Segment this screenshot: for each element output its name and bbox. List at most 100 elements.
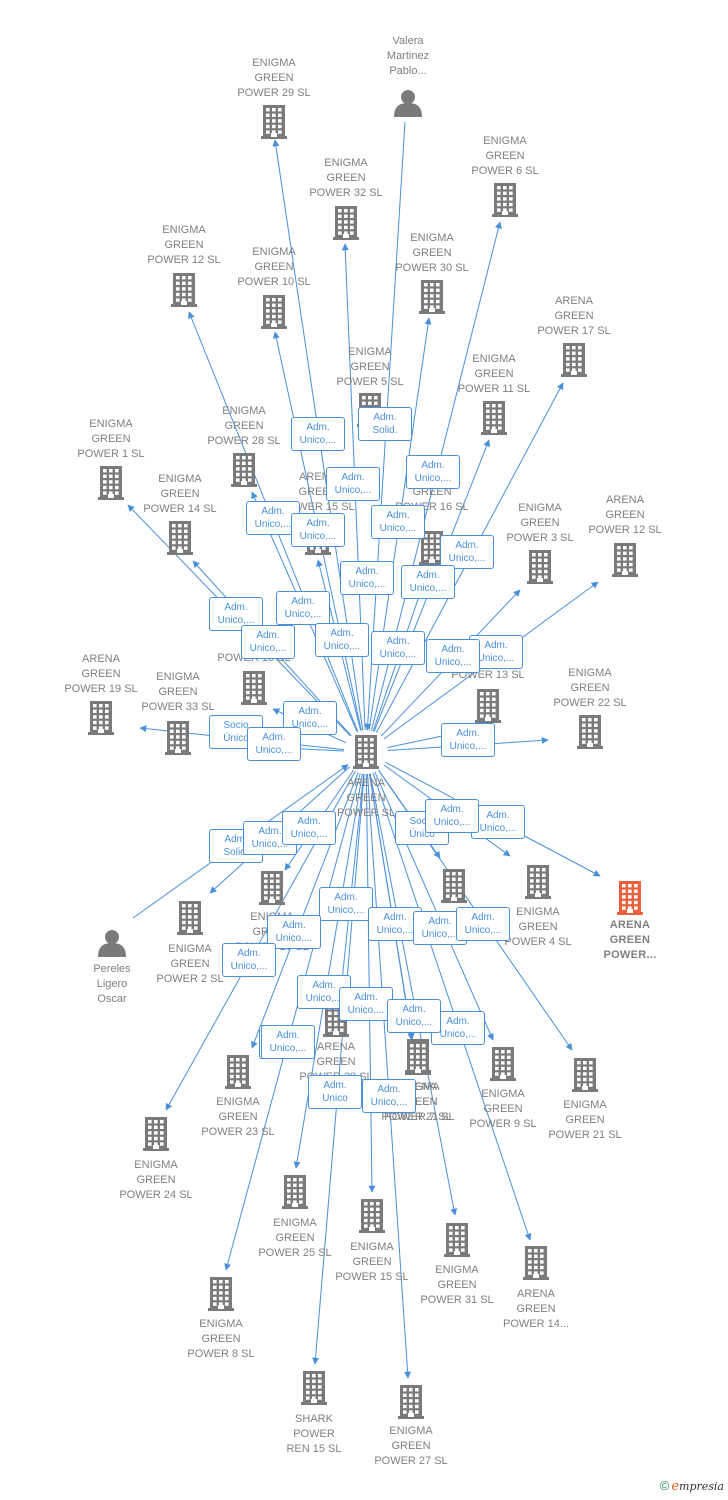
building-icon-eg27[interactable]	[398, 1385, 424, 1419]
node-label-eg9[interactable]: ENIGMA GREEN POWER 9 SL	[469, 1088, 537, 1130]
person-icon-valera[interactable]	[394, 90, 422, 117]
building-icon-ag14[interactable]	[523, 1246, 549, 1280]
building-icon-eg31[interactable]	[444, 1223, 470, 1257]
building-icon-eg22[interactable]	[577, 715, 603, 749]
node-label-eg11[interactable]: ENIGMA GREEN POWER 11 SL	[457, 353, 531, 395]
building-icon-eg33[interactable]	[165, 721, 191, 755]
edge-label-shark15[interactable]: Adm. Unico,...	[261, 1025, 315, 1059]
edge-label-eg27[interactable]: Adm. Unico,...	[362, 1079, 416, 1113]
building-icon-eg25[interactable]	[282, 1175, 308, 1209]
node-label-eg15[interactable]: ENIGMA GREEN POWER 15 SL	[335, 1241, 409, 1283]
person-icon-pereles[interactable]	[98, 930, 126, 957]
edge-label-ag14[interactable]: Adm. Unico,...	[387, 999, 441, 1033]
node-label-eg5[interactable]: ENIGMA GREEN POWER 5 SL	[336, 346, 404, 388]
edge-label-ag_target[interactable]: Adm. Unico,...	[471, 805, 525, 839]
node-label-ag17[interactable]: ARENA GREEN POWER 17 SL	[537, 295, 611, 337]
node-label-ag19[interactable]: ARENA GREEN POWER 19 SL	[64, 653, 138, 695]
edge-label-p16[interactable]: Adm. Unico,...	[371, 631, 425, 665]
node-label-eg23[interactable]: ENIGMA GREEN POWER 23 SL	[201, 1096, 275, 1138]
building-icon-ag12[interactable]	[612, 543, 638, 577]
building-icon-eg15[interactable]	[359, 1199, 385, 1233]
building-icon-eg4[interactable]	[525, 865, 551, 899]
building-icon-eg21[interactable]	[572, 1058, 598, 1092]
edge-label-eg31[interactable]: Adm. Unico,...	[339, 987, 393, 1021]
edge-label-eg1[interactable]: Adm. Unico,...	[276, 591, 330, 625]
building-icon-eg14[interactable]	[167, 521, 193, 555]
edge-label-eg25[interactable]: Adm. Unico	[308, 1075, 362, 1109]
node-label-pereles[interactable]: Pereles Ligero Oscar	[93, 963, 131, 1005]
building-icon-eg6[interactable]	[492, 183, 518, 217]
building-icon-eg7[interactable]	[405, 1041, 431, 1075]
building-icon-eg23[interactable]	[225, 1055, 251, 1089]
edge-label-eg10[interactable]: Adm. Unico,...	[291, 513, 345, 547]
building-icon-eg1[interactable]	[98, 466, 124, 500]
hub-building-icon[interactable]	[353, 735, 379, 769]
building-icon-eg28[interactable]	[231, 453, 257, 487]
building-icon-eg32[interactable]	[333, 206, 359, 240]
node-label-eg31[interactable]: ENIGMA GREEN POWER 31 SL	[420, 1264, 494, 1306]
edge-label-pmid1[interactable]: Adm. Unico,...	[282, 811, 336, 845]
building-icon-ag_target[interactable]	[617, 881, 643, 915]
node-label-eg33[interactable]: ENIGMA GREEN POWER 33 SL	[141, 671, 215, 713]
node-label-eg4[interactable]: ENIGMA GREEN POWER 4 SL	[504, 906, 572, 948]
building-icon-pmid1[interactable]	[259, 871, 285, 905]
node-label-valera[interactable]: Valera Martinez Pablo...	[386, 35, 430, 77]
node-label-eg10[interactable]: ENIGMA GREEN POWER 10 SL	[237, 246, 311, 288]
edge-label-eg22[interactable]: Adm. Unico,...	[441, 723, 495, 757]
edge-label-eg9[interactable]: Adm. Unico,...	[456, 907, 510, 941]
node-label-eg30[interactable]: ENIGMA GREEN POWER 30 SL	[395, 232, 469, 274]
edge-label-pgr[interactable]: Adm. Unico,...	[247, 727, 301, 761]
node-label-eg6[interactable]: ENIGMA GREEN POWER 6 SL	[471, 135, 539, 177]
edge-label-eg30[interactable]: Adm. Unico,...	[371, 505, 425, 539]
node-label-eg1[interactable]: ENIGMA GREEN POWER 1 SL	[77, 418, 145, 460]
node-label-eg24[interactable]: ENIGMA GREEN POWER 24 SL	[119, 1159, 193, 1201]
building-icon-eg30[interactable]	[419, 280, 445, 314]
edge-label-eg24[interactable]: Adm. Unico,...	[222, 943, 276, 977]
node-label-eg12[interactable]: ENIGMA GREEN POWER 12 SL	[147, 224, 221, 266]
edge-label-eg29[interactable]: Adm. Unico,...	[291, 417, 345, 451]
edge-label-pmid3[interactable]: Adm. Unico,...	[319, 887, 373, 921]
node-label-eg32[interactable]: ENIGMA GREEN POWER 32 SL	[309, 157, 383, 199]
building-icon-pmid2[interactable]	[441, 869, 467, 903]
building-icon-eg29[interactable]	[261, 105, 287, 139]
node-label-eg22[interactable]: ENIGMA GREEN POWER 22 SL	[553, 667, 627, 709]
node-label-eg29[interactable]: ENIGMA GREEN POWER 29 SL	[237, 57, 311, 99]
node-label-ag14[interactable]: ARENA GREEN POWER 14...	[502, 1288, 570, 1330]
building-icon-eg2[interactable]	[177, 901, 203, 935]
node-label-eg21[interactable]: ENIGMA GREEN POWER 21 SL	[548, 1099, 622, 1141]
building-icon-eg12[interactable]	[171, 273, 197, 307]
building-icon-p13[interactable]	[475, 689, 501, 723]
edge-label-pmid2[interactable]: Adm. Unico,...	[425, 799, 479, 833]
edge-label-eg3[interactable]: Adm. Unico,...	[315, 623, 369, 657]
edge-label-eg23[interactable]: Adm. Unico,...	[267, 915, 321, 949]
building-icon-eg9[interactable]	[490, 1047, 516, 1081]
node-label-eg28[interactable]: ENIGMA GREEN POWER 28 SL	[207, 405, 281, 447]
node-label-eg14[interactable]: ENIGMA GREEN POWER 14 SL	[143, 473, 217, 515]
building-icon-eg8[interactable]	[208, 1277, 234, 1311]
node-label-shark15[interactable]: SHARK POWER REN 15 SL	[286, 1413, 342, 1455]
edge-label-p13[interactable]: Adm. Unico,...	[426, 639, 480, 673]
edge-label-p15[interactable]: Adm. Unico,...	[340, 561, 394, 595]
edge-label-eg32[interactable]: Adm. Unico,...	[326, 467, 380, 501]
building-icon-shark15[interactable]	[301, 1371, 327, 1405]
node-label-eg25[interactable]: ENIGMA GREEN POWER 25 SL	[258, 1217, 332, 1259]
building-icon-ag19[interactable]	[88, 701, 114, 735]
node-label-ag12[interactable]: ARENA GREEN POWER 12 SL	[588, 494, 662, 536]
edge-label-eg11[interactable]: Adm. Unico,...	[401, 565, 455, 599]
building-icon-pgr[interactable]	[241, 671, 267, 705]
node-label-ag_target[interactable]: ARENA GREEN POWER...	[603, 919, 657, 961]
edge-label-eg6[interactable]: Adm. Unico,...	[406, 455, 460, 489]
edge-label-valera[interactable]: Adm. Solid.	[358, 407, 412, 441]
building-icon-eg3[interactable]	[527, 550, 553, 584]
building-icon-eg24[interactable]	[143, 1117, 169, 1151]
edge-label-ag17[interactable]: Adm. Unico,...	[440, 535, 494, 569]
building-icon-eg10[interactable]	[261, 295, 287, 329]
node-label-eg3[interactable]: ENIGMA GREEN POWER 3 SL	[506, 502, 574, 544]
building-icon-eg11[interactable]	[481, 401, 507, 435]
edge-label-eg14[interactable]: Adm. Unico,...	[241, 625, 295, 659]
building-icon-ag17[interactable]	[561, 343, 587, 377]
building-icon-p16[interactable]	[419, 531, 445, 565]
node-label-eg8[interactable]: ENIGMA GREEN POWER 8 SL	[187, 1318, 255, 1360]
node-label-eg2[interactable]: ENIGMA GREEN POWER 2 SL	[156, 943, 224, 985]
node-label-eg27[interactable]: ENIGMA GREEN POWER 27 SL	[374, 1425, 448, 1467]
